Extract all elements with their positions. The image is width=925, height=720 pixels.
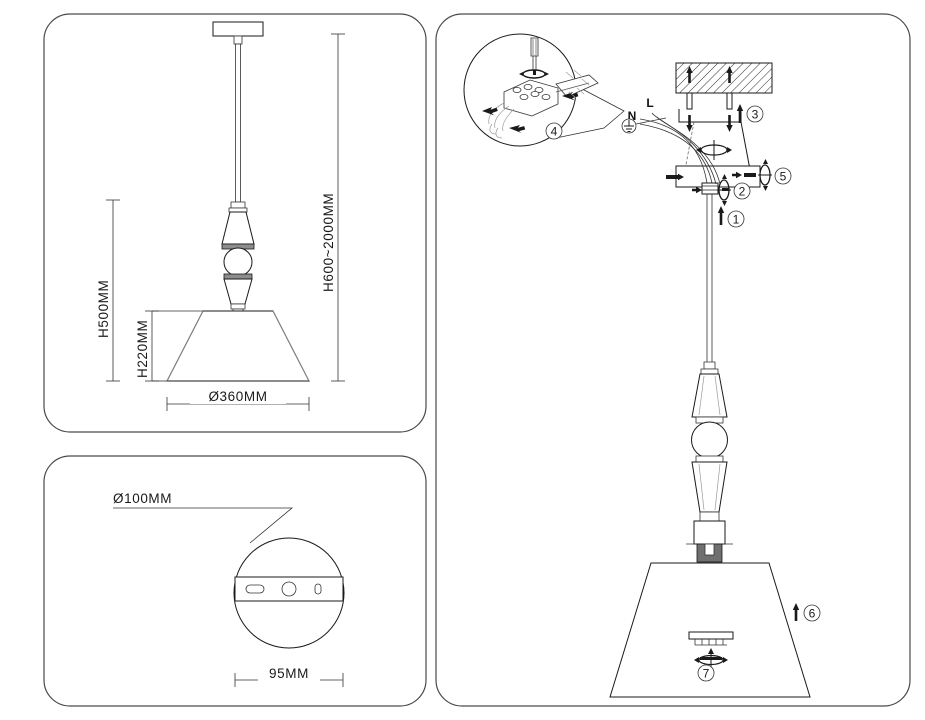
- callout-6: 6: [792, 603, 821, 622]
- canopy-center-hole: [281, 581, 297, 597]
- canopy-set-screw-arrow: [674, 173, 684, 181]
- canopy-plate: [212, 21, 264, 37]
- callout-4: 4: [545, 122, 563, 140]
- earth-ground-icon: [621, 118, 637, 134]
- callout-2-arrow: [692, 186, 702, 194]
- dimension-shade-diameter: Ø360MM Ø360MM: [166, 388, 310, 411]
- earth-leader: [635, 117, 667, 125]
- wire-live-b: [656, 116, 721, 185]
- bracket-screw-arrow-right: [726, 115, 733, 132]
- ceiling-anchor-arrow-right: [726, 66, 733, 83]
- callout-5-arrow: [732, 171, 742, 179]
- body-sphere-band: [223, 273, 253, 280]
- callout-7: 7: [697, 664, 715, 682]
- right-body-sphere: [691, 421, 728, 459]
- right-shade-outline: [609, 562, 811, 698]
- detail-arrow-right: [562, 92, 579, 101]
- ceiling-anchor-arrow-left: [686, 66, 693, 83]
- shade-inner-line-left: [166, 310, 204, 382]
- shade-ring-teeth: [694, 639, 727, 646]
- right-body-lower-ring: [699, 511, 720, 522]
- right-body-upper-cone: [691, 373, 728, 418]
- pendant-cable-right: [706, 194, 713, 372]
- callout-4-label: 4: [551, 125, 558, 139]
- detail-bubble-tail: [555, 80, 625, 139]
- suspension-cable: [235, 43, 241, 203]
- ceiling-anchor-right: [726, 92, 733, 110]
- bracket-screw-arrow-left: [686, 115, 693, 132]
- dimension-label-shade-diameter-text: Ø360MM: [208, 389, 267, 404]
- callout-6-label: 6: [809, 607, 816, 621]
- callout-1-arrow: [717, 206, 725, 225]
- callout-2-rotate-symbol: [717, 174, 731, 206]
- callout-2-label: 2: [739, 185, 746, 199]
- lamp-shade-right: [609, 562, 811, 698]
- terminal-cover: [555, 74, 599, 98]
- screwdriver-rotate-symbol: [519, 69, 549, 79]
- detail-arrow-left: [482, 107, 498, 116]
- callout-5-rotate-symbol: [758, 159, 772, 191]
- elevation-lamp-drawing: [166, 21, 310, 382]
- callout-3: 3: [736, 104, 764, 123]
- callout-1-label: 1: [733, 213, 740, 227]
- callout-3-arrow: [736, 104, 744, 123]
- canopy-cone-left: [683, 121, 695, 176]
- shade-inner-line-right: [272, 310, 310, 382]
- body-top-ring: [228, 207, 248, 213]
- wire-label-live: L: [646, 96, 653, 110]
- supply-wires: N L: [621, 96, 721, 185]
- lamp-holder: [693, 520, 726, 545]
- dimension-label-canopy-diameter: Ø100MM: [113, 491, 172, 506]
- terminal-block: [503, 79, 559, 117]
- dimension-label-mounting-plate-width: 95MM: [269, 666, 309, 681]
- ceiling-structure: [675, 62, 773, 110]
- dimension-label-suspension-height: H600~2000MM: [321, 193, 336, 292]
- right-body-top-ring: [700, 368, 719, 375]
- callout-2: 2: [692, 174, 751, 206]
- callout-5: 5: [732, 159, 792, 191]
- wire-neutral-b: [639, 123, 713, 184]
- dimension-canopy-diameter: Ø100MM: [113, 491, 294, 544]
- body-sphere: [223, 247, 253, 277]
- cable-gland: [701, 182, 719, 195]
- ceiling-anchor-left: [686, 92, 693, 110]
- dimension-fixture-height: H500MM: [96, 199, 120, 382]
- callout-7-label: 7: [703, 667, 710, 681]
- panel-right: [435, 13, 911, 707]
- finial-rotate-symbol: [694, 648, 728, 669]
- detail-arrow-bottom: [509, 125, 526, 133]
- canopy-small-hole: [314, 583, 322, 595]
- dimension-label-shade-height: H220MM: [135, 320, 150, 378]
- right-body-nipple: [703, 361, 716, 370]
- wire-label-neutral: N: [628, 109, 637, 123]
- canopy-nipple: [233, 35, 243, 45]
- right-body-sphere-band: [695, 455, 724, 463]
- rotate-symbol-canopy: [696, 140, 732, 160]
- ceiling-hatch-area: [675, 62, 773, 94]
- canopy-plan-drawing: [233, 537, 345, 649]
- dimension-mounting-plate-width: 95MM: [234, 666, 344, 687]
- callout-5-label: 5: [780, 170, 787, 184]
- shade-ring-plate: [688, 631, 734, 640]
- shade-ring-assembly: [688, 631, 734, 669]
- callout-3-label: 3: [752, 108, 759, 122]
- dimension-suspension-height: H600~2000MM: [321, 33, 345, 382]
- wire-live: [651, 112, 717, 185]
- canopy-slot-hole: [245, 584, 265, 594]
- callout-5-screw: [744, 173, 756, 177]
- callout-6-arrow: [792, 603, 800, 621]
- callout-1: 1: [717, 206, 745, 228]
- body-lower-collar: [230, 303, 246, 310]
- dimension-label-fixture-height: H500MM: [96, 280, 111, 338]
- loose-wires: [488, 102, 515, 139]
- detail-hatch-marks: [565, 69, 590, 99]
- detail-bubble-wiring: [463, 33, 625, 147]
- lamp-base-slot: [704, 543, 715, 556]
- decorative-body-right: [686, 361, 733, 563]
- body-top-collar: [230, 201, 246, 209]
